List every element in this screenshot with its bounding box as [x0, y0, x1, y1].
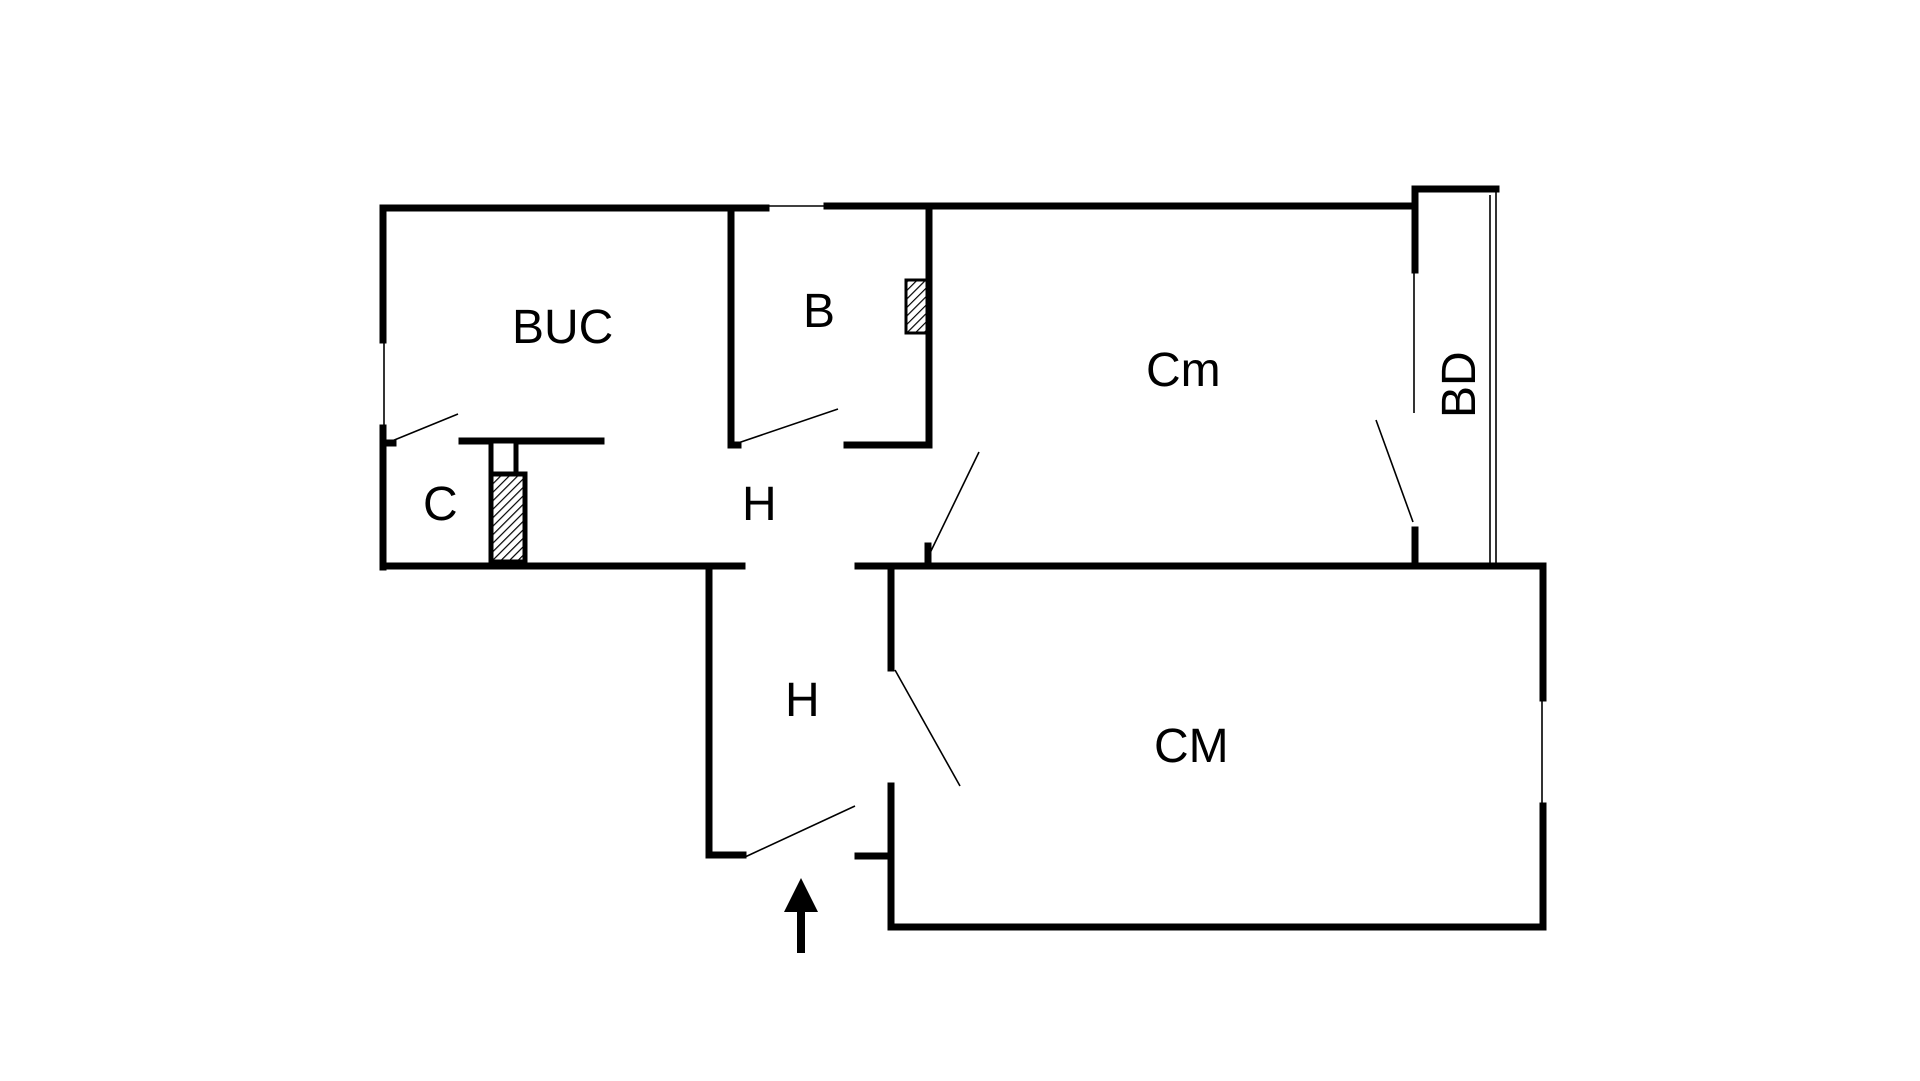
door-cm-balcony[interactable] [1375, 419, 1414, 523]
wall-balcony-top [1411, 185, 1500, 274]
label-h-upper: H [742, 478, 777, 531]
walls [379, 185, 1547, 931]
door-cm-large[interactable] [894, 669, 961, 787]
label-cm-large: CM [1154, 720, 1229, 773]
duct-c-top [488, 438, 519, 477]
door-cm-small[interactable] [929, 451, 980, 554]
label-b: B [803, 285, 835, 338]
label-buc: BUC [512, 301, 613, 354]
label-cm-small: Cm [1146, 344, 1221, 397]
duct-c [488, 471, 528, 565]
arrow-up-icon [784, 878, 818, 953]
door-entrance[interactable] [744, 805, 856, 858]
label-c: C [423, 478, 458, 531]
label-h-lower: H [785, 674, 820, 727]
door-buc-c[interactable] [386, 413, 459, 444]
door-b[interactable] [737, 408, 839, 444]
room-labels: BUC B Cm BD C H H CM [423, 285, 1486, 773]
label-bd: BD [1433, 351, 1486, 418]
duct-b [904, 278, 929, 335]
